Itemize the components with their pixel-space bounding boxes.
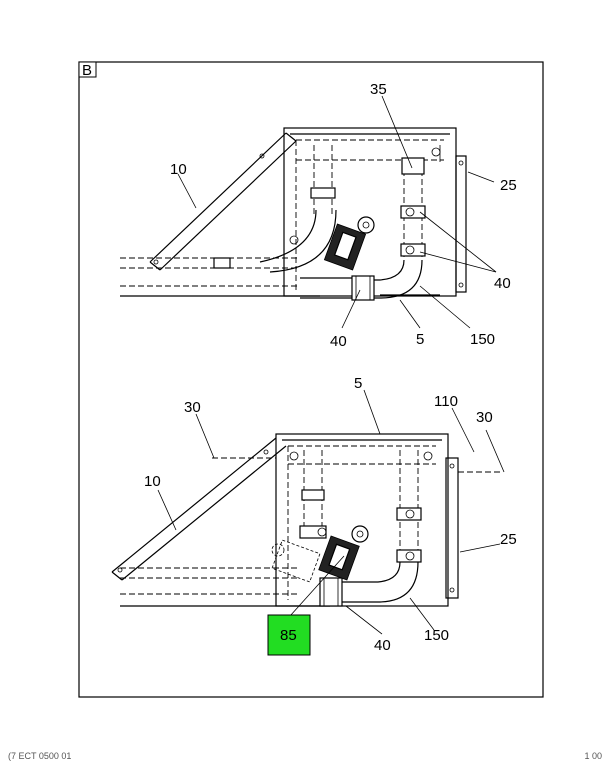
callout-10-top: 10 — [170, 161, 187, 178]
brace-10-top — [149, 132, 297, 271]
valve-bottom — [318, 525, 369, 581]
callout-30-bottom-left: 30 — [184, 399, 201, 416]
view-label: B — [82, 62, 92, 79]
footer-left: (7 ECT 0500 01 — [8, 751, 72, 761]
brace-10-bottom — [111, 437, 287, 581]
callout-40-bottom: 40 — [374, 637, 391, 654]
callout-10-bottom: 10 — [144, 473, 161, 490]
callout-150-bottom: 150 — [424, 627, 449, 644]
part-85-highlight-box[interactable] — [267, 614, 311, 656]
callout-35-top: 35 — [370, 81, 387, 98]
pipe-right-bottom — [340, 450, 422, 603]
diagram-border — [78, 61, 544, 698]
callout-40-top-right: 40 — [494, 275, 511, 292]
footer-right: 1 00 — [584, 751, 602, 761]
callout-5-top: 5 — [416, 331, 424, 348]
pipe-right-top — [360, 157, 440, 299]
part-85-hotspot[interactable]: 85 — [267, 614, 311, 656]
top-leaders — [177, 95, 497, 329]
pipe-left-bottom — [299, 450, 327, 540]
callout-110-bottom: 110 — [434, 393, 458, 410]
pipe-left-top — [259, 145, 337, 273]
valve-ghost-bottom — [271, 539, 321, 583]
callout-40-top-left: 40 — [330, 333, 347, 350]
part-85-label[interactable]: 85 — [280, 627, 297, 644]
callout-30-bottom-right: 30 — [476, 409, 493, 426]
bracket-25-top — [455, 155, 467, 293]
view-label-box — [78, 61, 97, 78]
bottom-leaders — [157, 389, 505, 635]
tee-fitting-bottom — [319, 577, 343, 607]
tee-fitting-top — [300, 275, 375, 301]
valve-top — [323, 216, 375, 271]
top-assembly — [120, 127, 467, 301]
callout-25-bottom: 25 — [500, 531, 517, 548]
callout-25-top: 25 — [500, 177, 517, 194]
housing-top — [283, 127, 457, 297]
housing-bottom — [275, 433, 449, 607]
bottom-assembly — [111, 433, 500, 607]
callout-150-top: 150 — [470, 331, 495, 348]
callout-5-bottom: 5 — [354, 375, 362, 392]
bracket-25-bottom — [445, 457, 500, 599]
